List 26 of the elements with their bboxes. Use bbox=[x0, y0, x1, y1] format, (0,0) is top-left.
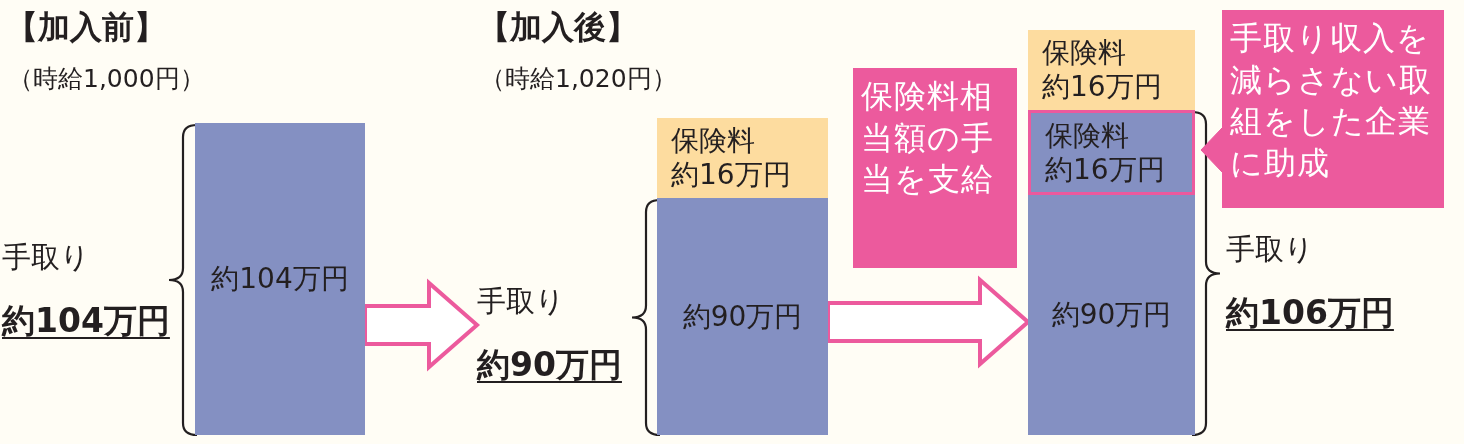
premium-amount: 約16万円 bbox=[1042, 70, 1162, 104]
callout-box: 手取り収入を減らさない取組をした企業に助成 bbox=[1222, 10, 1444, 208]
hourly-wage-note: （時給1,020円） bbox=[480, 63, 677, 95]
take-home-amount: 約90万円 bbox=[477, 344, 622, 387]
premium-segment bbox=[657, 118, 828, 198]
arrow bbox=[363, 278, 481, 372]
premium-amount: 約16万円 bbox=[671, 158, 791, 192]
take-home-label: 手取り bbox=[1226, 231, 1315, 268]
premium-segment bbox=[1028, 110, 1195, 195]
stage-heading: 【加入前】 bbox=[6, 7, 166, 48]
stage-heading: 【加入後】 bbox=[478, 7, 638, 48]
premium-label: 保険料 bbox=[671, 124, 755, 158]
callout-box: 保険料相当額の手当を支給 bbox=[853, 68, 1017, 268]
bar-segment: 約90万円 bbox=[657, 198, 828, 435]
callout-pointer bbox=[1200, 127, 1223, 173]
take-home-label: 手取り bbox=[477, 283, 566, 320]
bar-segment: 約90万円 bbox=[1028, 195, 1195, 435]
bar-segment: 約104万円 bbox=[195, 123, 365, 435]
take-home-amount: 約106万円 bbox=[1226, 292, 1394, 335]
premium-segment bbox=[1028, 30, 1195, 110]
take-home-label: 手取り bbox=[2, 239, 91, 276]
hourly-wage-note: （時給1,000円） bbox=[8, 63, 205, 95]
premium-amount: 約16万円 bbox=[1045, 152, 1165, 187]
take-home-amount: 約104万円 bbox=[2, 300, 170, 343]
premium-label: 保険料 bbox=[1042, 36, 1126, 70]
premium-label: 保険料 bbox=[1045, 118, 1129, 153]
